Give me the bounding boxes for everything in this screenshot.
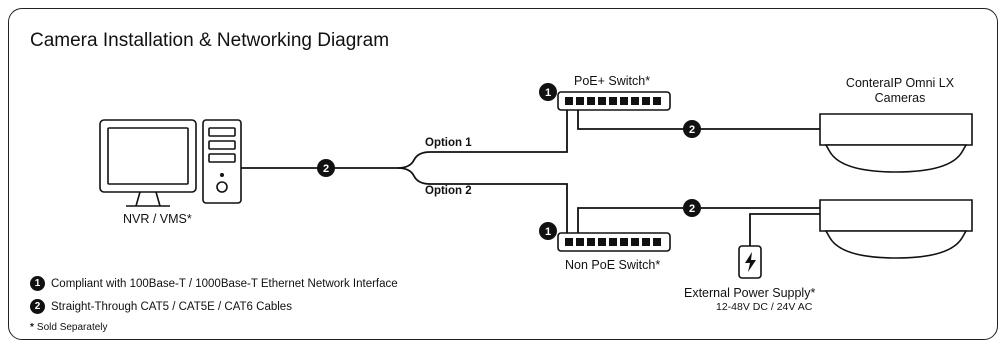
nonpoe-camera-cable <box>577 207 820 240</box>
badge-2-nonpoe-camera: 2 <box>683 199 701 217</box>
nvr-computer-icon <box>99 119 242 207</box>
badge-1-nonpoe: 1 <box>539 222 557 240</box>
svg-text:2: 2 <box>689 124 695 136</box>
legend-item-1: 1 Compliant with 100Base-T / 1000Base-T … <box>30 276 398 291</box>
option1-cable <box>397 100 568 169</box>
cameras-label-line2: Cameras <box>874 91 926 105</box>
legend-text-2: Straight-Through CAT5 / CAT5E / CAT6 Cab… <box>51 300 292 313</box>
poe-camera-cable <box>577 110 820 130</box>
badge-1-poe: 1 <box>539 83 557 101</box>
camera-icon-1 <box>819 113 973 173</box>
nvr-label: NVR / VMS* <box>123 212 192 226</box>
svg-text:1: 1 <box>545 87 551 99</box>
poe-switch-icon <box>557 91 671 111</box>
legend-note-text: Sold Separately <box>36 322 108 333</box>
cameras-label-line1: ConteraIP Omni LX <box>845 76 955 90</box>
badge-2-poe-camera: 2 <box>683 120 701 138</box>
svg-text:2: 2 <box>323 163 329 175</box>
option1-label: Option 1 <box>425 137 472 149</box>
badge-2-nvr: 2 <box>317 159 335 177</box>
option2-cable <box>397 167 568 240</box>
legend-note-star: * <box>30 322 34 333</box>
non-poe-switch-label: Non PoE Switch* <box>565 258 661 272</box>
poe-switch-label: PoE+ Switch* <box>574 74 651 88</box>
legend-note: * Sold Separately <box>30 322 108 333</box>
legend-item-2: 2 Straight-Through CAT5 / CAT5E / CAT6 C… <box>30 299 292 314</box>
option2-label: Option 2 <box>425 185 472 197</box>
camera-icon-2 <box>819 199 973 259</box>
power-cable <box>749 213 820 246</box>
svg-text:2: 2 <box>689 203 695 215</box>
legend-badge-1: 1 <box>30 276 45 291</box>
legend-text-1: Compliant with 100Base-T / 1000Base-T Et… <box>51 277 398 290</box>
power-supply-icon <box>738 245 762 279</box>
power-supply-label: External Power Supply* <box>684 286 816 300</box>
svg-text:1: 1 <box>545 226 551 238</box>
legend-badge-2: 2 <box>30 299 45 314</box>
non-poe-switch-icon <box>557 232 671 252</box>
diagram-frame <box>8 8 998 340</box>
diagram-title: Camera Installation & Networking Diagram <box>30 30 390 51</box>
power-spec-label: 12-48V DC / 24V AC <box>716 301 813 313</box>
